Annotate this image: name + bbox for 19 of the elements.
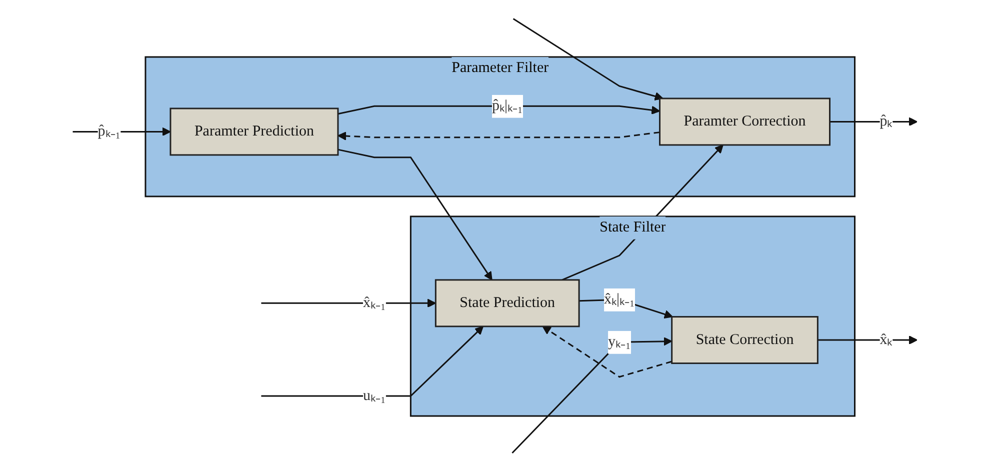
process-box: Paramter Prediction [170,108,339,156]
edge-label: yₖ₋₁ [608,330,631,354]
arrow [512,18,664,101]
edge-label: p̂ₖ|ₖ₋₁ [492,94,523,118]
arrow [830,117,918,126]
process-box: State Prediction [434,279,580,328]
process-box: State Correction [671,316,818,364]
process-box: Paramter Correction [659,98,831,146]
dashed-arrow [542,326,672,378]
dashed-arrow [338,132,660,140]
arrow [338,148,492,280]
arrow [261,326,484,397]
arrow [338,105,660,115]
band-title: State Filter [600,216,666,239]
arrow [512,337,672,454]
edge-label: x̂ₖ|ₖ₋₁ [604,288,635,311]
arrow [261,298,436,308]
arrow [818,336,918,344]
arrow [72,127,171,136]
